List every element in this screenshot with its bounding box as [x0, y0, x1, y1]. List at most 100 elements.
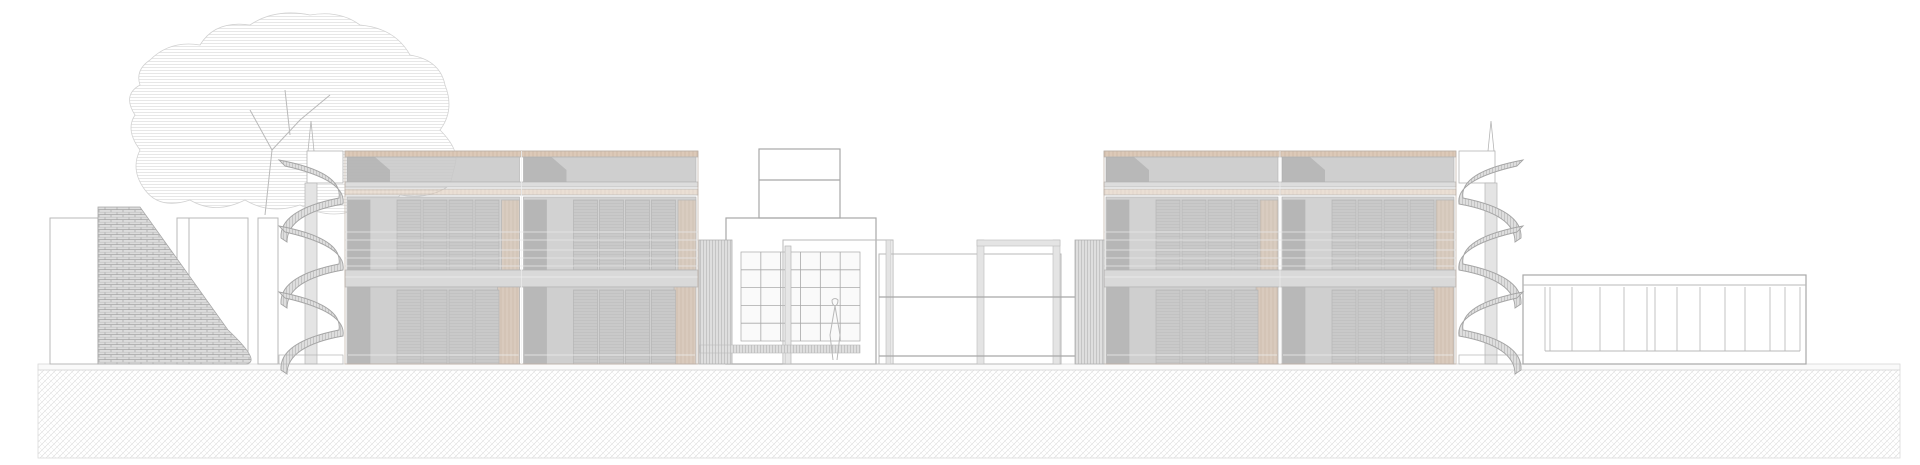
lower-louver-panel: [599, 289, 624, 365]
upper-louver-panel: [625, 199, 650, 271]
roof-beam-timber: [1103, 188, 1281, 196]
lower-timber-door: [1431, 286, 1455, 365]
lower-louver-panel: [573, 289, 598, 365]
lower-wall-dark: [347, 286, 371, 365]
ground: [37, 363, 1901, 459]
stair-base: [278, 354, 344, 365]
spiral-stair-left: [277, 120, 344, 375]
pergola: [878, 239, 1105, 365]
roof-timber-strip: [1279, 150, 1457, 158]
upper-timber-panel: [1435, 199, 1455, 271]
entrance-step: [699, 344, 861, 354]
building-bay: [521, 150, 699, 365]
tree-trunk: [249, 89, 331, 216]
brick-wedge-wall: [97, 206, 252, 365]
roof-slab: [1279, 181, 1457, 188]
upper-louver-panel: [1181, 199, 1207, 271]
pergola-post: [1052, 239, 1061, 365]
floor-slab: [1279, 269, 1457, 288]
ground-line: [37, 363, 1901, 371]
lower-louver-panel: [422, 289, 448, 365]
right-pavilion: [1522, 274, 1807, 365]
lower-wall-dark: [1106, 286, 1130, 365]
entrance-stair: [698, 239, 733, 365]
roof-timber-strip: [521, 150, 699, 158]
pergola-post: [976, 239, 985, 365]
lower-louver-panel: [625, 289, 650, 365]
entrance-frame: [782, 239, 894, 365]
upper-wall-dark: [1106, 199, 1130, 271]
pergola-stair: [1074, 239, 1105, 365]
upper-louver-panel: [448, 199, 474, 271]
lower-louver-panel: [1155, 289, 1181, 365]
lower-louver-panel: [1383, 289, 1409, 365]
lower-louver-panel: [651, 289, 676, 365]
roof-slab: [1103, 181, 1281, 188]
roof-timber-strip: [344, 150, 522, 158]
pergola-beam: [976, 239, 1061, 247]
upper-louver-panel: [422, 199, 448, 271]
lower-timber-door: [497, 286, 520, 365]
lower-timber-door: [673, 286, 697, 365]
roof-shadow: [347, 157, 390, 182]
roof-beam-timber: [344, 188, 522, 196]
lower-louver-panel: [1181, 289, 1207, 365]
building-block-right: [1103, 150, 1457, 365]
upper-wall-dark: [524, 199, 547, 271]
wall-block: [49, 217, 99, 365]
upper-louver-panel: [1155, 199, 1181, 271]
lower-timber-door: [1255, 286, 1279, 365]
upper-louver-panel: [1383, 199, 1409, 271]
roof-slab: [344, 181, 522, 188]
lower-wall-dark: [524, 286, 547, 365]
human-figure: [829, 298, 841, 361]
roof-shadow: [1282, 157, 1325, 182]
spiral-stair-band: [277, 159, 344, 243]
wall-block: [257, 217, 279, 365]
upper-timber-panel: [1259, 199, 1279, 271]
pavilion-frame: [1522, 274, 1807, 365]
spiral-stair-right: [1458, 120, 1525, 375]
lower-louver-panel: [1357, 289, 1383, 365]
spiral-stair-band: [1458, 291, 1525, 375]
roof-timber-strip: [1103, 150, 1281, 158]
spiral-stair-band: [1458, 225, 1525, 309]
building-bay: [1103, 150, 1281, 365]
lower-wall-dark: [1282, 286, 1306, 365]
lower-louver-panel: [1233, 289, 1259, 365]
upper-louver-panel: [1331, 199, 1357, 271]
lower-louver-panel: [1207, 289, 1233, 365]
pergola-post: [885, 239, 892, 365]
upper-louver-panel: [599, 199, 624, 271]
upper-louver-panel: [1357, 199, 1383, 271]
roof-slab: [521, 181, 699, 188]
floor-slab: [1103, 269, 1281, 288]
central-entrance: [698, 148, 894, 365]
roof-beam-timber: [521, 188, 699, 196]
floor-slab: [344, 269, 522, 288]
ground-hatch: [37, 369, 1901, 459]
building-bay: [344, 150, 522, 365]
building-bay: [1279, 150, 1457, 365]
spiral-stair-band: [1458, 159, 1525, 243]
stair-spire: [307, 120, 315, 152]
upper-louver-panel: [1207, 199, 1233, 271]
spiral-stair-band: [277, 291, 344, 375]
roof-beam-timber: [1279, 188, 1457, 196]
lower-louver-panel: [448, 289, 474, 365]
boundary-walls: [49, 206, 279, 365]
lower-louver-panel: [1409, 289, 1435, 365]
upper-louver-panel: [396, 199, 422, 271]
building-block-left: [344, 150, 699, 365]
upper-louver-panel: [1409, 199, 1435, 271]
entrance-window-grid: [740, 245, 861, 365]
upper-louver-panel: [651, 199, 676, 271]
tower-box: [758, 148, 841, 219]
spiral-stair-band: [277, 225, 344, 309]
upper-timber-panel: [501, 199, 520, 271]
roof-shadow: [523, 157, 567, 182]
upper-louver-panel: [1233, 199, 1259, 271]
lower-louver-panel: [396, 289, 422, 365]
lower-louver-panel: [474, 289, 500, 365]
